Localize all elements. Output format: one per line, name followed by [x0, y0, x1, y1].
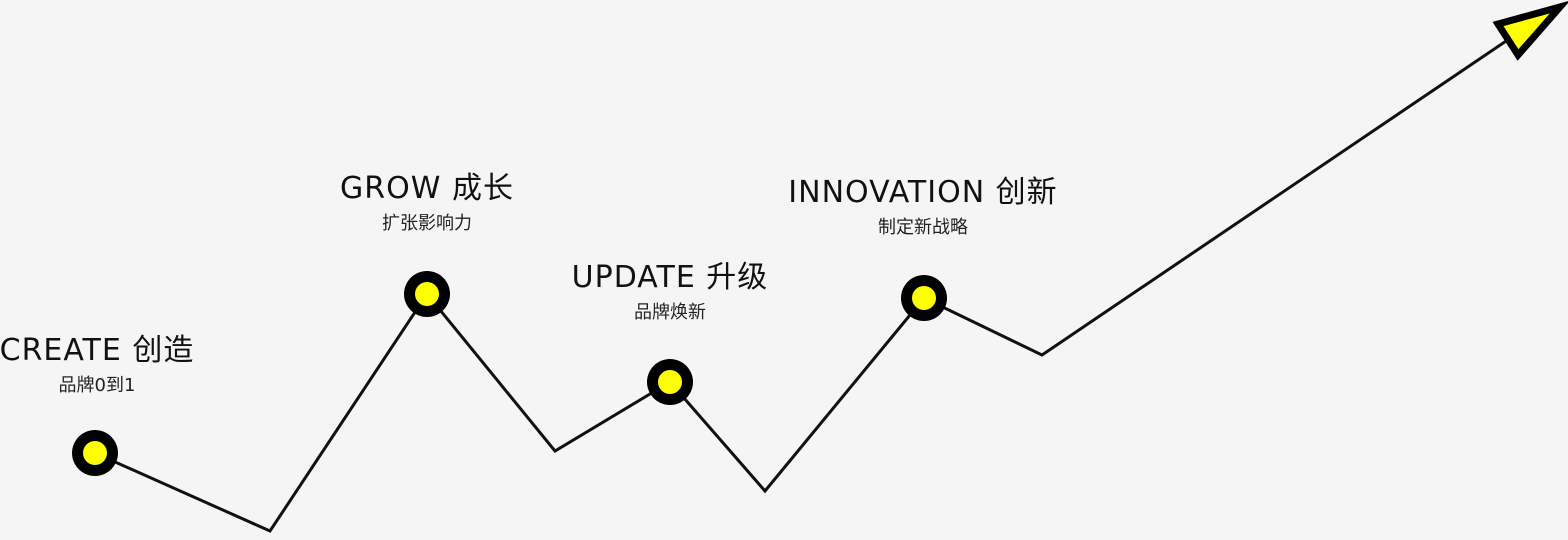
milestone-title: UPDATE 升级 [571, 260, 769, 295]
milestone-node-icon [72, 430, 118, 476]
milestone-subtitle: 品牌0到1 [58, 375, 136, 396]
milestone-subtitle: 品牌焕新 [633, 302, 706, 323]
milestone-title: INNOVATION 创新 [788, 175, 1058, 210]
milestone-create: CREATE 创造 品牌0到1 [0, 333, 194, 399]
milestone-node-icon [404, 271, 450, 317]
growth-path-line [94, 33, 1516, 533]
milestone-node-icon [647, 359, 693, 405]
milestone-grow: GROW 成长 扩张影响力 [340, 171, 514, 237]
milestone-subtitle: 制定新战略 [877, 217, 968, 238]
milestone-subtitle: 扩张影响力 [382, 213, 472, 234]
milestone-title: CREATE 创造 [0, 333, 195, 368]
milestone-update: UPDATE 升级 品牌焕新 [572, 260, 769, 326]
milestone-innovation: INNOVATION 创新 制定新战略 [788, 175, 1057, 241]
milestone-title: GROW 成长 [340, 171, 514, 206]
arrow-head-icon [1492, 1, 1568, 61]
milestone-node-icon [901, 275, 947, 321]
